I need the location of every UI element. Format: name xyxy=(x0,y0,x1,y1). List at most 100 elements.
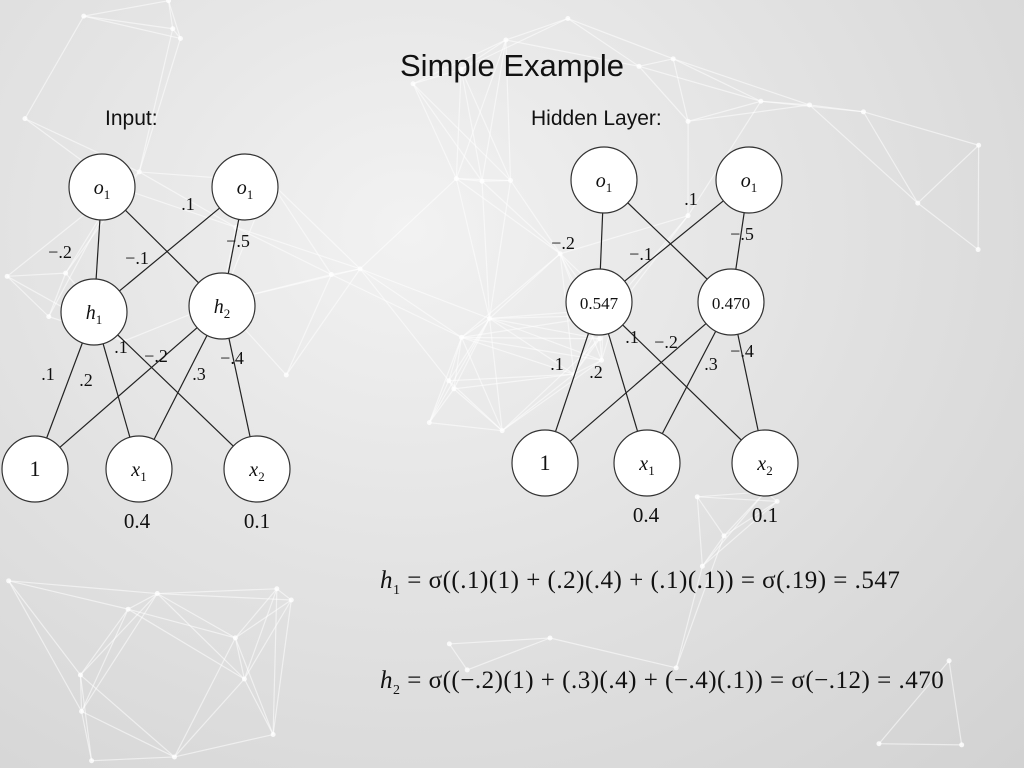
background-dot xyxy=(503,37,509,43)
background-link xyxy=(448,643,468,671)
background-link xyxy=(412,83,483,182)
background-link xyxy=(173,637,236,758)
equation-h2: h2 = σ((−.2)(1) + (.3)(.4) + (−.4)(.1)) … xyxy=(380,667,944,699)
right-hidden-2-node xyxy=(697,268,765,336)
background-dot xyxy=(283,372,289,378)
background-dot xyxy=(479,178,485,184)
background-link xyxy=(174,678,245,758)
background-dot xyxy=(22,116,28,122)
background-link xyxy=(455,69,462,179)
right-edge-h1-b xyxy=(554,333,590,432)
background-link xyxy=(272,588,278,735)
background-link xyxy=(138,28,174,173)
background-link xyxy=(567,18,640,67)
background-link xyxy=(243,599,292,680)
background-dot xyxy=(487,315,493,321)
right-input-x2-var: x xyxy=(756,453,766,475)
right-input-value-x2: 0.1 xyxy=(752,503,778,527)
background-link xyxy=(862,111,919,204)
left-input-value-x1: 0.4 xyxy=(124,509,151,533)
background-link xyxy=(481,39,507,182)
background-link xyxy=(80,711,93,761)
background-link xyxy=(359,268,490,320)
background-dot xyxy=(636,63,642,69)
right-output-2-var: o xyxy=(741,170,751,192)
right-edge-h2-x2 xyxy=(737,334,759,431)
background-link xyxy=(453,373,574,390)
background-link xyxy=(449,637,551,645)
right-hidden-1-node xyxy=(565,268,633,336)
background-link xyxy=(461,253,561,338)
background-link xyxy=(878,660,950,745)
background-link xyxy=(481,179,511,182)
background-link xyxy=(6,275,50,318)
left-output-1-sub: 1 xyxy=(104,187,111,202)
background-dot xyxy=(63,270,69,276)
background-dot xyxy=(774,498,780,504)
background-link xyxy=(481,180,561,255)
background-link xyxy=(461,317,490,338)
background-link xyxy=(505,39,512,181)
background-dot xyxy=(4,273,10,279)
right-output-2-label: o1 xyxy=(741,170,758,195)
right-output-1-sub: 1 xyxy=(606,180,613,195)
right-input-x1-var: x xyxy=(638,453,648,475)
left-input-x1-label: x1 xyxy=(130,459,146,484)
left-hidden-2-sub: 2 xyxy=(224,306,231,321)
background-dot xyxy=(670,56,676,62)
right-edge-o1-h1 xyxy=(599,212,604,270)
background-dot xyxy=(270,732,276,738)
left-weight-o2-h2: −.5 xyxy=(226,231,250,251)
background-link xyxy=(460,69,483,182)
background-dot xyxy=(975,247,981,253)
left-edge-o2-h2 xyxy=(227,219,240,274)
background-dot xyxy=(136,169,142,175)
left-weight-h1-x2: .1 xyxy=(114,337,128,357)
left-input-b-node xyxy=(1,435,69,503)
background-link xyxy=(234,637,245,680)
background-dot xyxy=(599,357,605,363)
right-output-1-label: o1 xyxy=(596,170,613,195)
background-dot xyxy=(79,708,85,714)
left-edge-o1-h2 xyxy=(125,209,199,284)
background-link xyxy=(359,268,450,382)
left-output-2-var: o xyxy=(237,177,247,199)
background-dot xyxy=(860,109,866,115)
right-input-x1-node xyxy=(613,429,681,497)
right-input-b-label: 1 xyxy=(540,450,551,475)
background-link xyxy=(235,226,332,276)
background-link xyxy=(285,268,361,376)
background-link xyxy=(429,422,503,432)
background-dot xyxy=(171,754,177,760)
background-link xyxy=(878,743,962,746)
background-link xyxy=(675,535,725,669)
right-edge-h2-x1 xyxy=(661,330,717,435)
background-link xyxy=(80,593,158,676)
background-dot xyxy=(89,758,95,764)
left-input-x1-sub: 1 xyxy=(140,469,147,484)
right-output-1-var: o xyxy=(596,170,606,192)
right-edge-h1-x1 xyxy=(607,333,639,432)
background-dot xyxy=(976,142,982,148)
right-edge-o2-h1 xyxy=(624,200,724,282)
background-link xyxy=(83,15,173,30)
right-output-1-node xyxy=(570,146,638,214)
background-link xyxy=(235,599,292,639)
background-link xyxy=(272,599,292,735)
background-link xyxy=(460,69,512,181)
background-link xyxy=(412,39,507,85)
background-link xyxy=(977,145,980,250)
background-link xyxy=(560,215,689,255)
background-link xyxy=(269,181,332,275)
background-dot xyxy=(288,597,294,603)
left-input-x1-node xyxy=(105,435,173,503)
background-link xyxy=(7,272,66,277)
right-input-x1-sub: 1 xyxy=(648,463,655,478)
equation-h1-lhs-sub: 1 xyxy=(393,583,401,598)
left-edge-h1-x2 xyxy=(117,334,234,447)
background-link xyxy=(79,608,129,676)
right-edge-o1-h2 xyxy=(627,202,708,280)
background-link xyxy=(448,318,491,382)
background-dot xyxy=(699,563,705,569)
